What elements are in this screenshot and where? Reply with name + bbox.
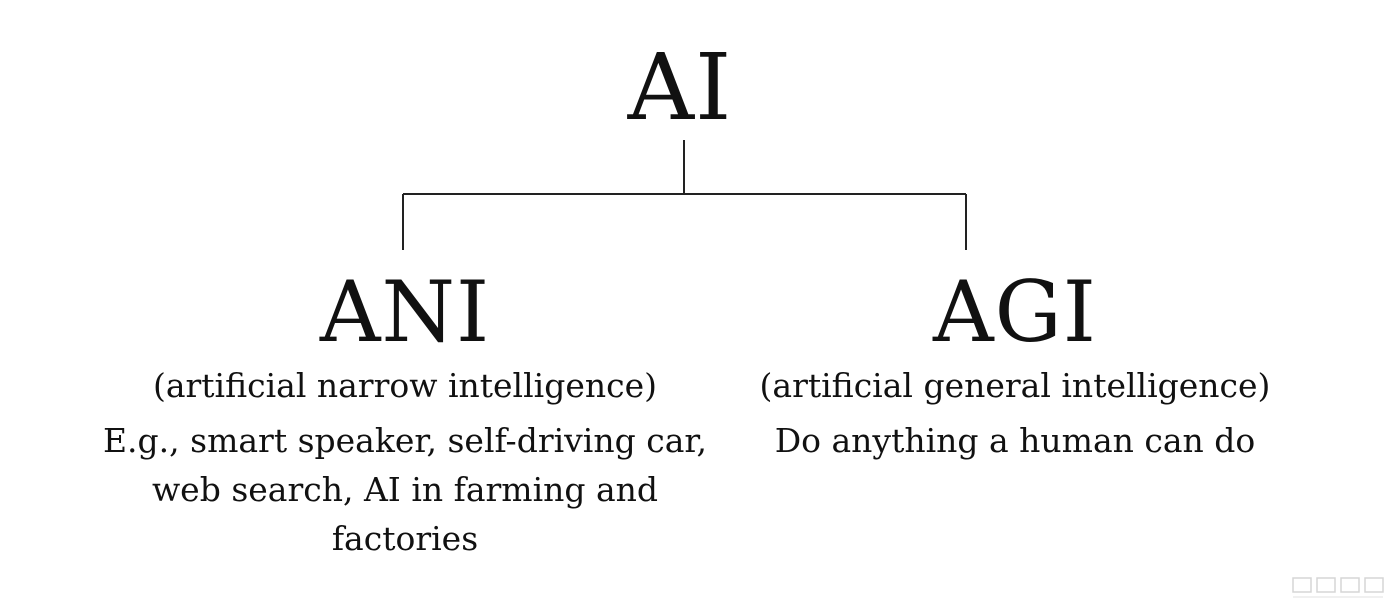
branch-ani-title: ANI (319, 263, 491, 361)
branch-ani: ANI (artificial narrow intelligence) E.g… (80, 262, 730, 563)
branch-ani-description: E.g., smart speaker, self-driving car, w… (102, 421, 708, 558)
branch-agi: AGI (artificial general intelligence) Do… (715, 262, 1315, 465)
branch-agi-subtitle: (artificial general intelligence) (759, 366, 1271, 405)
branch-agi-description: Do anything a human can do (774, 421, 1256, 460)
watermark-logo (1292, 577, 1384, 598)
branch-ani-subtitle: (artificial narrow intelligence) (152, 366, 658, 405)
branch-agi-title: AGI (933, 263, 1097, 361)
root-node-ai: AI (627, 34, 733, 141)
